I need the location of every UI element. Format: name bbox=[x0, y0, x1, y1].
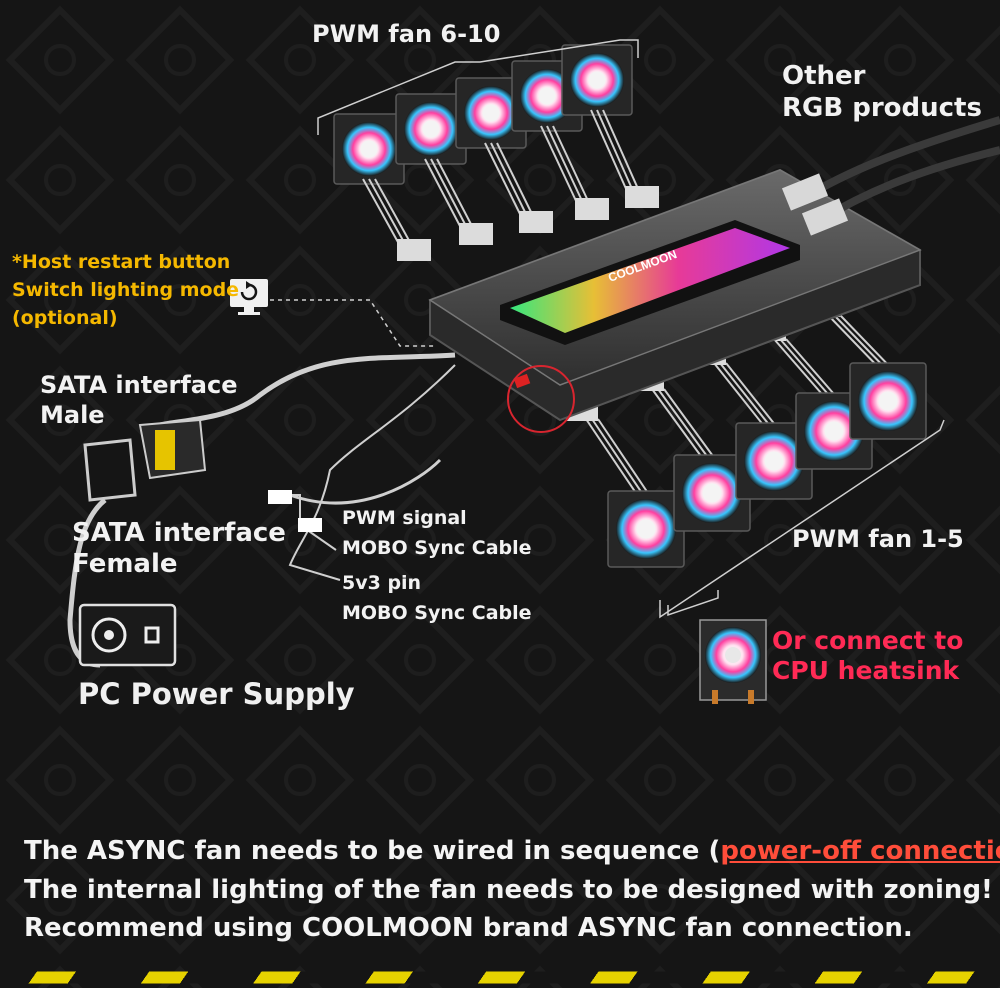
footer-line3: Recommend using COOLMOON brand ASYNC fan… bbox=[24, 909, 1000, 948]
host-restart-line1: *Host restart button bbox=[12, 248, 239, 276]
footer-line1: The ASYNC fan needs to be wired in seque… bbox=[24, 832, 1000, 871]
pin-line1: 5v3 pin bbox=[342, 568, 532, 598]
footer-notes: The ASYNC fan needs to be wired in seque… bbox=[24, 832, 1000, 948]
sata-male-line1: SATA interface bbox=[40, 370, 237, 400]
host-restart-line2: Switch lighting mode bbox=[12, 276, 239, 304]
footer-line1-start: The ASYNC fan needs to be wired in seque… bbox=[24, 836, 720, 866]
sata-female-line1: SATA interface bbox=[72, 518, 286, 549]
pin-line2: MOBO Sync Cable bbox=[342, 598, 532, 628]
cpu-heatsink-icon bbox=[700, 620, 766, 704]
pwm-signal-line1: PWM signal bbox=[342, 503, 532, 533]
other-rgb-label: Other RGB products bbox=[782, 60, 982, 124]
other-rgb-line2: RGB products bbox=[782, 92, 982, 124]
top-fan-5 bbox=[562, 45, 632, 115]
pwm-fan-1-5-label: PWM fan 1-5 bbox=[792, 525, 964, 553]
top-fan-1 bbox=[334, 114, 404, 184]
footer-line2: The internal lighting of the fan needs t… bbox=[24, 871, 1000, 910]
cpu-line2: CPU heatsink bbox=[772, 656, 963, 686]
pwm-fan-6-10-label: PWM fan 6-10 bbox=[312, 20, 500, 48]
pwm-signal-line2: MOBO Sync Cable bbox=[342, 533, 532, 563]
sata-female-line2: Female bbox=[72, 549, 286, 580]
footer-line1-highlight: power-off connection bbox=[720, 836, 1000, 866]
host-restart-label: *Host restart button Switch lighting mod… bbox=[12, 248, 239, 332]
bottom-fan-5 bbox=[850, 363, 926, 439]
pin-label: 5v3 pin MOBO Sync Cable bbox=[342, 568, 532, 628]
cpu-heatsink-label: Or connect to CPU heatsink bbox=[772, 626, 963, 686]
power-supply-icon bbox=[80, 605, 175, 665]
sata-male-label: SATA interface Male bbox=[40, 370, 237, 430]
sata-male-line2: Male bbox=[40, 400, 237, 430]
other-rgb-line1: Other bbox=[782, 60, 982, 92]
power-supply-label: PC Power Supply bbox=[78, 677, 355, 711]
sata-female-label: SATA interface Female bbox=[72, 518, 286, 580]
bottom-fan-1 bbox=[608, 491, 684, 567]
pwm-signal-label: PWM signal MOBO Sync Cable bbox=[342, 503, 532, 563]
host-restart-line3: (optional) bbox=[12, 304, 239, 332]
cpu-line1: Or connect to bbox=[772, 626, 963, 656]
